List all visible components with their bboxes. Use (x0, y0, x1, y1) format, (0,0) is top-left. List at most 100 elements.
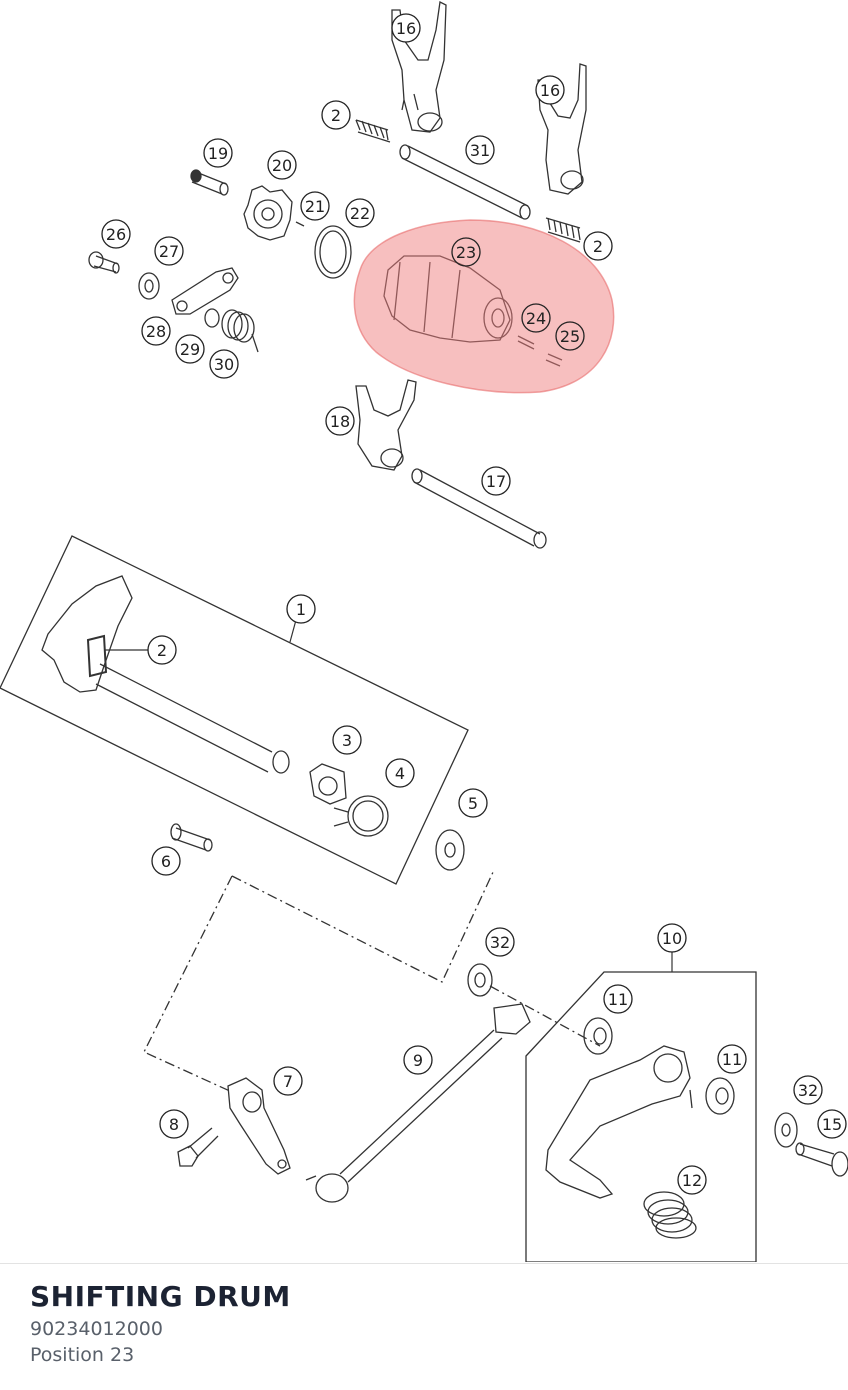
screw-8 (177, 1127, 219, 1167)
callout-6[interactable]: 6 (151, 846, 181, 876)
svg-text:6: 6 (161, 852, 171, 871)
rubber-12 (643, 1191, 697, 1239)
callout-27[interactable]: 27 (154, 236, 184, 266)
callout-9[interactable]: 9 (403, 1045, 433, 1075)
svg-text:3: 3 (342, 731, 352, 750)
bearing-11-lower (705, 1077, 735, 1115)
svg-text:29: 29 (180, 340, 200, 359)
svg-text:2: 2 (157, 641, 167, 660)
callout-1[interactable]: 1 (286, 594, 316, 624)
shift-fork-16-top (391, 1, 447, 133)
svg-text:28: 28 (146, 322, 166, 341)
shift-arm-7 (227, 1077, 291, 1175)
washer-32-right (774, 1112, 798, 1148)
callout-16[interactable]: 16 (535, 75, 565, 105)
callout-26[interactable]: 26 (101, 219, 131, 249)
pin-21 (295, 221, 305, 227)
washer-27 (138, 272, 160, 300)
callout-30[interactable]: 30 (209, 349, 239, 379)
callout-11[interactable]: 11 (717, 1044, 747, 1074)
spring-2-top (355, 119, 391, 143)
shift-lever-10 (545, 1045, 693, 1199)
bolt-15 (795, 1142, 848, 1177)
callout-2[interactable]: 2 (583, 231, 613, 261)
spring-4 (333, 795, 389, 837)
shift-rod-9 (305, 1003, 531, 1203)
shift-fork-18 (355, 379, 417, 471)
washer-29 (204, 308, 220, 328)
svg-text:32: 32 (490, 933, 510, 952)
callout-2[interactable]: 2 (147, 635, 177, 665)
svg-text:30: 30 (214, 355, 234, 374)
callout-32[interactable]: 32 (793, 1075, 823, 1105)
svg-text:9: 9 (413, 1051, 423, 1070)
callout-22[interactable]: 22 (345, 198, 375, 228)
callout-17[interactable]: 17 (481, 466, 511, 496)
callout-7[interactable]: 7 (273, 1066, 303, 1096)
bearing-11-top (583, 1017, 613, 1055)
part-position: Position 23 (30, 1344, 135, 1366)
callout-20[interactable]: 20 (267, 150, 297, 180)
callout-23[interactable]: 23 (451, 237, 481, 267)
svg-text:11: 11 (608, 990, 628, 1009)
callout-5[interactable]: 5 (458, 788, 488, 818)
assembly-frame-10 (525, 971, 757, 1262)
callout-15[interactable]: 15 (817, 1109, 847, 1139)
callout-24[interactable]: 24 (521, 303, 551, 333)
svg-text:24: 24 (526, 309, 546, 328)
svg-text:4: 4 (395, 764, 405, 783)
callout-32[interactable]: 32 (485, 927, 515, 957)
svg-text:19: 19 (208, 144, 228, 163)
spring-30 (221, 309, 259, 353)
svg-text:8: 8 (169, 1115, 179, 1134)
spring-2-right (545, 217, 581, 243)
part-title: SHIFTING DRUM (30, 1280, 291, 1313)
callout-4[interactable]: 4 (385, 758, 415, 788)
svg-text:25: 25 (560, 327, 580, 346)
lever-28 (171, 267, 239, 315)
callout-2[interactable]: 2 (321, 100, 351, 130)
part-info-panel: SHIFTING DRUM 90234012000 Position 23 (30, 1278, 291, 1368)
svg-text:32: 32 (798, 1081, 818, 1100)
screw-19 (190, 169, 229, 196)
callout-21[interactable]: 21 (300, 191, 330, 221)
svg-text:18: 18 (330, 412, 350, 431)
leader-lines (104, 619, 673, 972)
svg-text:17: 17 (486, 472, 506, 491)
shaft-17 (411, 468, 547, 549)
callout-12[interactable]: 12 (677, 1165, 707, 1195)
callout-31[interactable]: 31 (465, 135, 495, 165)
link-lines (143, 869, 601, 1093)
ring-22 (314, 225, 352, 279)
svg-text:20: 20 (272, 156, 292, 175)
callout-28[interactable]: 28 (141, 316, 171, 346)
callouts: 16 16 2 31 19 20 21 22 2 26 27 23 24 25 … (101, 13, 847, 1195)
callout-16[interactable]: 16 (391, 13, 421, 43)
svg-text:2: 2 (331, 106, 341, 125)
svg-text:7: 7 (283, 1072, 293, 1091)
svg-text:5: 5 (468, 794, 478, 813)
washer-32-center (467, 963, 493, 997)
callout-29[interactable]: 29 (175, 334, 205, 364)
callout-8[interactable]: 8 (159, 1109, 189, 1139)
svg-text:10: 10 (662, 929, 682, 948)
svg-text:23: 23 (456, 243, 476, 262)
callout-18[interactable]: 18 (325, 406, 355, 436)
svg-text:16: 16 (396, 19, 416, 38)
svg-text:12: 12 (682, 1171, 702, 1190)
svg-text:1: 1 (296, 600, 306, 619)
svg-text:16: 16 (540, 81, 560, 100)
svg-text:27: 27 (159, 242, 179, 261)
callout-25[interactable]: 25 (555, 321, 585, 351)
callout-3[interactable]: 3 (332, 725, 362, 755)
highlight-region-23 (353, 219, 615, 394)
callout-11[interactable]: 11 (603, 984, 633, 1014)
assembly-frame-1 (0, 535, 469, 885)
svg-text:2: 2 (593, 237, 603, 256)
clip-3 (309, 763, 347, 805)
exploded-parts-diagram: 16 16 2 31 19 20 21 22 2 26 27 23 24 25 … (0, 1, 848, 1262)
callout-10[interactable]: 10 (657, 923, 687, 953)
svg-text:22: 22 (350, 204, 370, 223)
callout-19[interactable]: 19 (203, 138, 233, 168)
shift-shaft-1 (41, 575, 290, 774)
